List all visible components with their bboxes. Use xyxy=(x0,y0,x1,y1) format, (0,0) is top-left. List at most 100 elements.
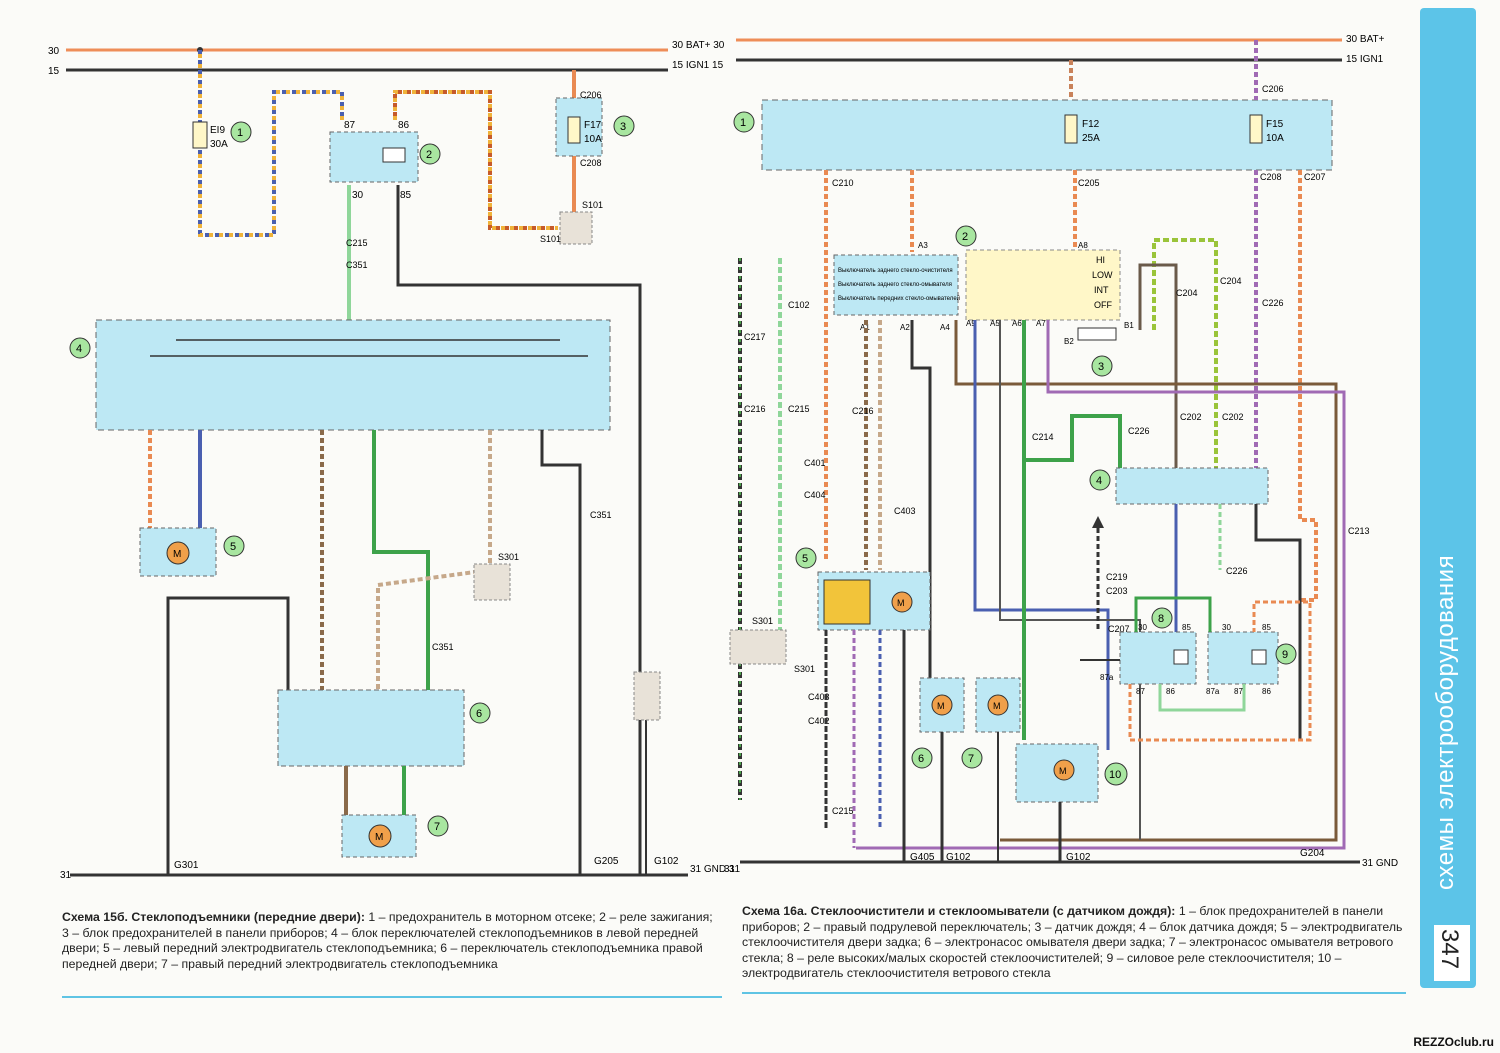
marker-right-9: 9 xyxy=(1275,643,1297,665)
marker-right-1: 1 xyxy=(733,111,755,133)
conn-c403-b: C403 xyxy=(808,692,830,702)
ground-g405: G405 xyxy=(910,852,935,863)
fuse-ef9-label: EI9 xyxy=(210,125,225,136)
ground-g205: G205 xyxy=(594,856,619,867)
conn-c206-right: C206 xyxy=(1262,84,1284,94)
svg-text:2: 2 xyxy=(962,231,968,243)
fuse-f12-label: F12 xyxy=(1082,119,1100,130)
right-window-switch-block xyxy=(277,689,465,767)
bottom-rule-right xyxy=(742,992,1406,994)
svg-text:7: 7 xyxy=(968,753,974,765)
fuse-f17-label: F17 xyxy=(584,120,602,131)
relay8-pin-86: 86 xyxy=(1166,687,1175,696)
windshield-wiper-motor xyxy=(1053,759,1075,781)
splice-s301-right xyxy=(729,629,787,665)
svg-text:7: 7 xyxy=(434,821,440,833)
fuse-ef9 xyxy=(192,121,208,149)
svg-text:4: 4 xyxy=(76,343,82,355)
conn-c216-a: C216 xyxy=(744,404,766,414)
svg-text:6: 6 xyxy=(476,708,482,720)
ground-g301: G301 xyxy=(174,860,199,871)
svg-text:2: 2 xyxy=(426,149,432,161)
rain-sensor-unit xyxy=(1115,467,1269,505)
relay9-pin-86: 86 xyxy=(1262,687,1271,696)
fuse-f17-rating: 10A xyxy=(584,134,602,145)
ground-g204: G204 xyxy=(1300,848,1325,859)
wire-sw6-c xyxy=(376,430,492,690)
svg-text:1: 1 xyxy=(237,127,243,139)
fuse-f15 xyxy=(1249,114,1263,144)
left-window-motor xyxy=(166,541,190,565)
svg-text:6: 6 xyxy=(918,753,924,765)
relay-pin-87: 87 xyxy=(344,120,356,131)
conn-c219: C219 xyxy=(1106,572,1128,582)
gnd-pin-right: 31 xyxy=(724,864,736,875)
conn-c213: C213 xyxy=(1348,526,1370,536)
svg-text:5: 5 xyxy=(230,541,236,553)
conn-c401: C401 xyxy=(804,458,826,468)
pin-a2: A2 xyxy=(900,323,910,332)
conn-c206-left: C206 xyxy=(580,90,602,100)
pin-a6: A6 xyxy=(1012,319,1022,328)
ground-g102-b: G102 xyxy=(1066,852,1091,863)
conn-c208-right: C208 xyxy=(1260,172,1282,182)
svg-text:5: 5 xyxy=(802,553,808,565)
pin-a8: A8 xyxy=(1078,241,1088,250)
fuse-f15-rating: 10A xyxy=(1266,133,1284,144)
relay-pin-30: 30 xyxy=(352,190,364,201)
conn-c208-left: C208 xyxy=(580,158,602,168)
conn-s301-left: S301 xyxy=(498,552,519,562)
mode-low: LOW xyxy=(1092,270,1113,280)
pin-a1: A1 xyxy=(860,323,870,332)
conn-s301-right-b: S301 xyxy=(794,664,815,674)
relay-pin-85: 85 xyxy=(400,190,412,201)
ign-rail-label: 15 IGN1 15 xyxy=(672,60,724,71)
marker-left-1: 1 xyxy=(230,121,252,143)
relay9-pin-30: 30 xyxy=(1222,623,1231,632)
pump6-label: M xyxy=(937,701,945,711)
front-washer-pump xyxy=(987,694,1009,716)
bat-rail-right-label: 30 BAT+ xyxy=(1346,34,1385,45)
fuse-f12 xyxy=(1064,114,1078,144)
watermark: REZZOclub.ru xyxy=(1413,1035,1494,1049)
relay9-pin-85: 85 xyxy=(1262,623,1271,632)
svg-text:3: 3 xyxy=(620,121,626,133)
svg-text:4: 4 xyxy=(1096,475,1102,487)
mode-hi: HI xyxy=(1096,255,1105,265)
conn-c205: C205 xyxy=(1078,178,1100,188)
relay8-pin-87a: 87a xyxy=(1100,673,1114,682)
pin-a3: A3 xyxy=(918,241,928,250)
gnd-rail-right-label: 31 GND xyxy=(1362,858,1398,869)
svg-text:9: 9 xyxy=(1282,649,1288,661)
svg-text:10: 10 xyxy=(1109,769,1121,781)
marker-right-3: 3 xyxy=(1091,355,1113,377)
bat-rail-label: 30 BAT+ 30 xyxy=(672,40,725,51)
marker-right-2: 2 xyxy=(955,225,977,247)
ground-g102-left: G102 xyxy=(654,856,679,867)
switch-label-rear-wiper: Выключатель заднего стекло-очистителя xyxy=(838,268,953,274)
caption-right-title: Схема 16а. Стеклоочистители и стеклоомыв… xyxy=(742,904,1176,918)
conn-c351-top: C351 xyxy=(346,260,368,270)
marker-left-3: 3 xyxy=(613,115,635,137)
conn-s301-right-a: S301 xyxy=(752,616,773,626)
section-title: схемы электрооборудования xyxy=(1432,554,1459,890)
motor5-label: M xyxy=(173,549,181,560)
rain-sensor xyxy=(1077,327,1117,341)
wire-ground-g301 xyxy=(166,596,290,875)
conn-c210: C210 xyxy=(832,178,854,188)
rear-washer-pump xyxy=(931,694,953,716)
wire-ground-block4 xyxy=(540,430,582,875)
conn-c215-c: C215 xyxy=(832,806,854,816)
conn-c214: C214 xyxy=(1032,432,1054,442)
conn-c216-b: C216 xyxy=(852,406,874,416)
marker-right-4: 4 xyxy=(1089,469,1111,491)
window-switch-block xyxy=(95,319,611,431)
conn-c203: C203 xyxy=(1106,586,1128,596)
conn-c204-b: C204 xyxy=(1220,276,1242,286)
fuse-f12-rating: 25A xyxy=(1082,133,1100,144)
bottom-rule-left xyxy=(62,996,722,998)
pump7-label: M xyxy=(993,701,1001,711)
relay8-pin-30: 30 xyxy=(1138,623,1147,632)
motor10-label: M xyxy=(1059,766,1067,776)
